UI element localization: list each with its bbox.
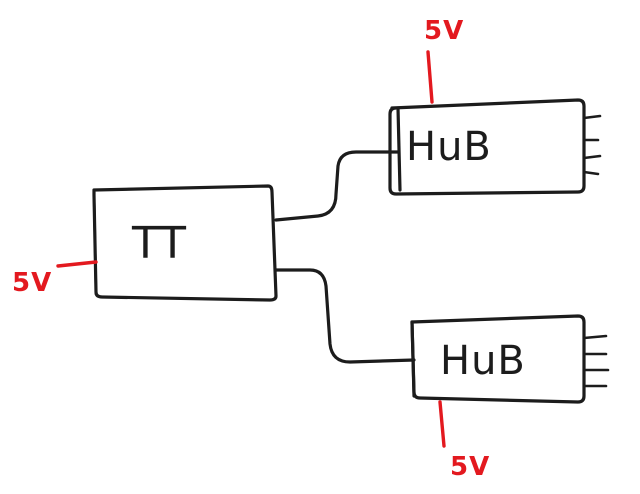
source-label: TT (132, 218, 187, 269)
power-label-bottom: 5V (450, 452, 491, 482)
power-label-top: 5V (424, 16, 465, 46)
hub-bottom-ports (582, 334, 610, 388)
power-lead-bottom (438, 400, 446, 448)
hub-top-box (388, 98, 586, 196)
link-source-to-hub-top (274, 150, 400, 222)
hub-bottom-label: HuB (440, 338, 526, 384)
link-source-to-hub-bottom (274, 268, 416, 364)
power-label-left: 5V (12, 268, 53, 298)
hub-top-label: HuB (406, 124, 492, 170)
hub-top-ports (582, 114, 602, 176)
source-box (92, 184, 278, 302)
power-lead-left (56, 260, 98, 268)
power-lead-top (426, 50, 434, 104)
